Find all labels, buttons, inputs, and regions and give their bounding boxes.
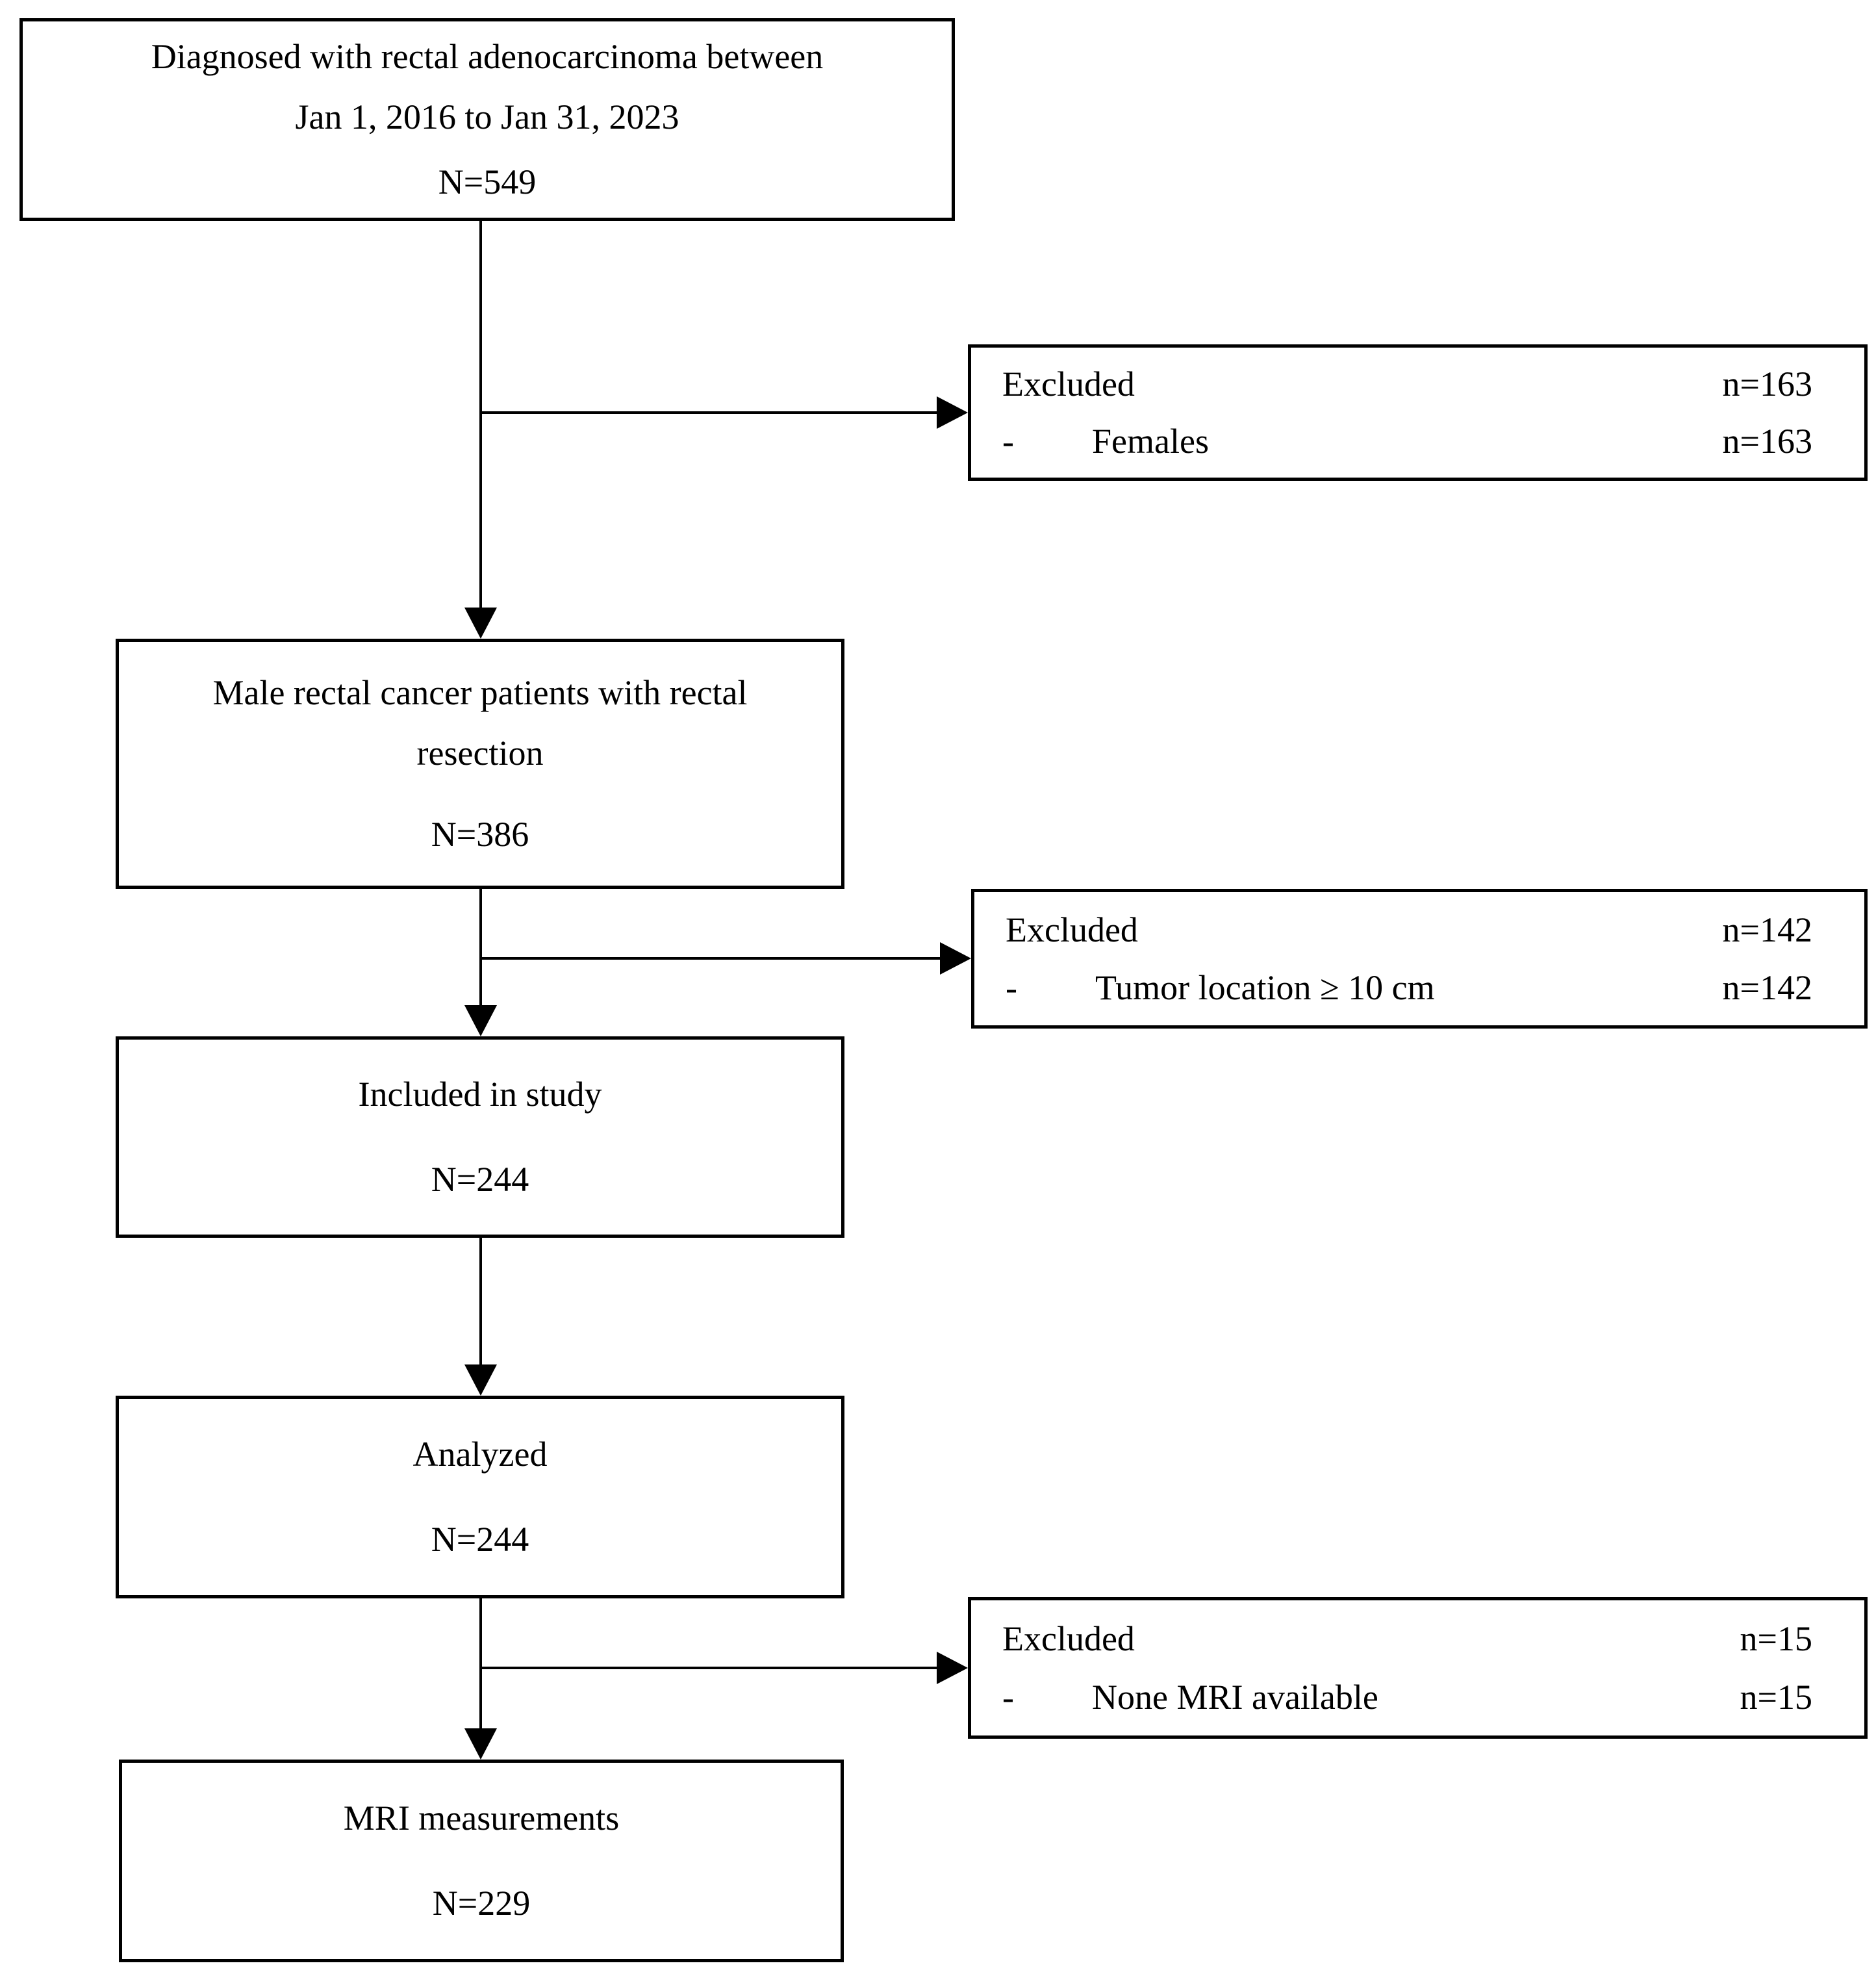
exclusion-reason-count: n=163 (1722, 421, 1812, 461)
arrowhead-right-icon (940, 942, 971, 975)
arrowhead-down-icon (464, 1728, 497, 1760)
exclusion-title-row: Excluded n=163 (1002, 364, 1812, 404)
exclusion-reason: - Females (1002, 421, 1209, 461)
box-count: N=244 (431, 1520, 529, 1559)
box-title-line: Jan 1, 2016 to Jan 31, 2023 (295, 97, 679, 136)
box-title-line: Diagnosed with rectal adenocarcinoma bet… (151, 36, 824, 76)
arrowhead-down-icon (464, 608, 497, 639)
flow-line-horizontal-1 (479, 411, 937, 414)
exclusion-title-count: n=15 (1740, 1619, 1812, 1658)
arrowhead-right-icon (937, 1652, 968, 1684)
flow-box-diagnosed: Diagnosed with rectal adenocarcinoma bet… (19, 18, 955, 221)
exclusion-title: Excluded (1002, 1619, 1135, 1658)
flow-box-mri-measurements: MRI measurements N=229 (119, 1760, 844, 1962)
exclusion-title-count: n=142 (1722, 910, 1812, 949)
flow-line-horizontal-2 (479, 957, 941, 960)
box-title: Included in study (359, 1064, 602, 1125)
box-title: Analyzed (413, 1424, 548, 1485)
arrowhead-right-icon (937, 396, 968, 429)
exclusion-title-row: Excluded n=15 (1002, 1619, 1812, 1659)
box-title-line: Analyzed (412, 1434, 548, 1474)
exclusion-title: Excluded (1002, 365, 1135, 404)
flow-line-vertical-3 (479, 1238, 482, 1365)
box-title-line: resection (416, 734, 544, 773)
box-count: N=549 (438, 162, 537, 202)
exclusion-box-no-mri: Excluded n=15 - None MRI available n=15 (968, 1597, 1868, 1739)
exclusion-box-females: Excluded n=163 - Females n=163 (968, 344, 1868, 481)
exclusion-reason-row: - None MRI available n=15 (1002, 1677, 1812, 1717)
exclusion-reason-text: Females (1092, 421, 1209, 461)
flow-line-vertical-2 (479, 889, 482, 1006)
bullet: - (1002, 1678, 1014, 1717)
bullet: - (1006, 968, 1017, 1007)
bullet: - (1002, 421, 1014, 461)
box-title: MRI measurements (344, 1788, 619, 1849)
exclusion-title-row: Excluded n=142 (1006, 910, 1812, 950)
exclusion-reason-text: Tumor location ≥ 10 cm (1095, 968, 1435, 1007)
exclusion-title: Excluded (1006, 910, 1138, 949)
box-count: N=386 (431, 815, 529, 854)
flow-box-male-patients: Male rectal cancer patients with rectal … (116, 639, 844, 889)
exclusion-reason-count: n=142 (1722, 968, 1812, 1007)
box-count: N=229 (432, 1884, 531, 1923)
box-title-line: Male rectal cancer patients with rectal (212, 673, 748, 713)
exclusion-reason-count: n=15 (1740, 1678, 1812, 1717)
exclusion-box-tumor-location: Excluded n=142 - Tumor location ≥ 10 cm n… (971, 889, 1868, 1029)
flow-line-horizontal-3 (479, 1667, 937, 1669)
exclusion-title-count: n=163 (1722, 365, 1812, 404)
box-title-line: Included in study (358, 1075, 602, 1114)
exclusion-reason: - Tumor location ≥ 10 cm (1006, 967, 1435, 1008)
box-title-line: MRI measurements (343, 1798, 620, 1838)
exclusion-reason-row: - Tumor location ≥ 10 cm n=142 (1006, 967, 1812, 1008)
exclusion-reason: - None MRI available (1002, 1677, 1378, 1717)
flow-line-vertical-4 (479, 1598, 482, 1728)
arrowhead-down-icon (464, 1364, 497, 1396)
exclusion-reason-row: - Females n=163 (1002, 421, 1812, 461)
box-count: N=244 (431, 1160, 529, 1199)
flow-box-analyzed: Analyzed N=244 (116, 1396, 844, 1598)
arrowhead-down-icon (464, 1005, 497, 1036)
box-title: Male rectal cancer patients with rectal … (212, 663, 747, 784)
exclusion-reason-text: None MRI available (1092, 1678, 1378, 1717)
flow-line-vertical-1 (479, 221, 482, 608)
flow-box-included: Included in study N=244 (116, 1036, 844, 1238)
box-title: Diagnosed with rectal adenocarcinoma bet… (151, 27, 824, 147)
